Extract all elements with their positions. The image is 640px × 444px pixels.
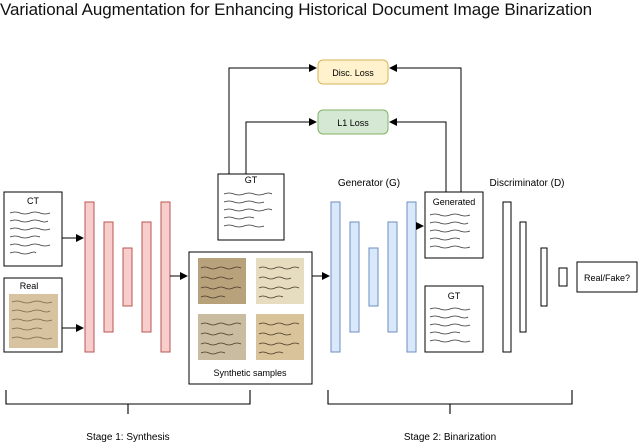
synth-layer-2 [103, 221, 114, 333]
disc-loss-label: Disc. Loss [332, 68, 374, 78]
page-title: Variational Augmentation for Enhancing H… [0, 0, 593, 19]
generated-text-lines [429, 213, 471, 249]
synth-layer-4 [141, 221, 152, 333]
generated-label: Generated [433, 197, 476, 207]
gt-top-document: GT [217, 173, 285, 241]
disc-layer-2 [519, 221, 527, 333]
gt-top-label: GT [245, 175, 258, 185]
ct-label: CT [27, 196, 39, 206]
gt-bottom-text-lines [429, 307, 471, 343]
sample-2 [256, 258, 304, 304]
synth-layer-3 [122, 247, 133, 307]
real-label: Real [20, 281, 39, 291]
disc-layer-4 [558, 267, 568, 287]
generated-document: Generated [424, 191, 484, 259]
sample-3 [198, 314, 246, 360]
gt-bottom-document: GT [424, 285, 484, 353]
generated-to-l1-arrow [389, 118, 447, 192]
stage-brackets [5, 390, 573, 414]
discriminator-label: Discriminator (D) [490, 178, 565, 189]
synthetic-samples-label: Synthetic samples [213, 368, 287, 378]
gen-layer-5 [406, 201, 417, 353]
gt-bottom-label: GT [448, 291, 461, 301]
sample-text-lines [200, 266, 300, 355]
synth-layer-5 [160, 201, 171, 353]
disc-layer-3 [540, 247, 548, 307]
gen-layer-2 [349, 221, 360, 333]
gt-to-l1-arrow [245, 118, 317, 174]
disc-layer-1 [502, 201, 512, 353]
real-fake-label: Real/Fake? [584, 273, 630, 283]
ct-text-lines [9, 211, 51, 255]
stage1-label: Stage 1: Synthesis [86, 432, 169, 443]
gt-top-text-lines [223, 192, 273, 228]
generator-network [330, 201, 417, 353]
gt-to-disc-arrow [228, 64, 317, 174]
gen-layer-1 [330, 201, 341, 353]
sample-4 [256, 314, 304, 360]
generated-to-disc-arrow [389, 64, 462, 192]
synthetic-samples-box: Synthetic samples [188, 251, 313, 385]
gen-layer-3 [368, 247, 379, 307]
stage2-bracket [327, 390, 573, 414]
real-fake-output: Real/Fake? [576, 261, 638, 293]
synth-layer-1 [84, 201, 95, 353]
gen-layer-4 [387, 221, 398, 333]
ct-input-document: CT [3, 191, 63, 267]
loss-arrows [228, 64, 462, 192]
synthesis-network [84, 201, 171, 353]
l1-loss-label: L1 Loss [337, 118, 369, 128]
discriminator-network [502, 201, 568, 353]
stage2-label: Stage 2: Binarization [404, 432, 496, 443]
sample-1 [198, 258, 246, 304]
stage1-bracket [5, 390, 251, 414]
disc-loss-box: Disc. Loss [317, 59, 389, 85]
generator-label: Generator (G) [338, 178, 400, 189]
real-input-document: Real [3, 277, 63, 353]
real-text-lines [11, 300, 53, 340]
l1-loss-box: L1 Loss [317, 109, 389, 135]
